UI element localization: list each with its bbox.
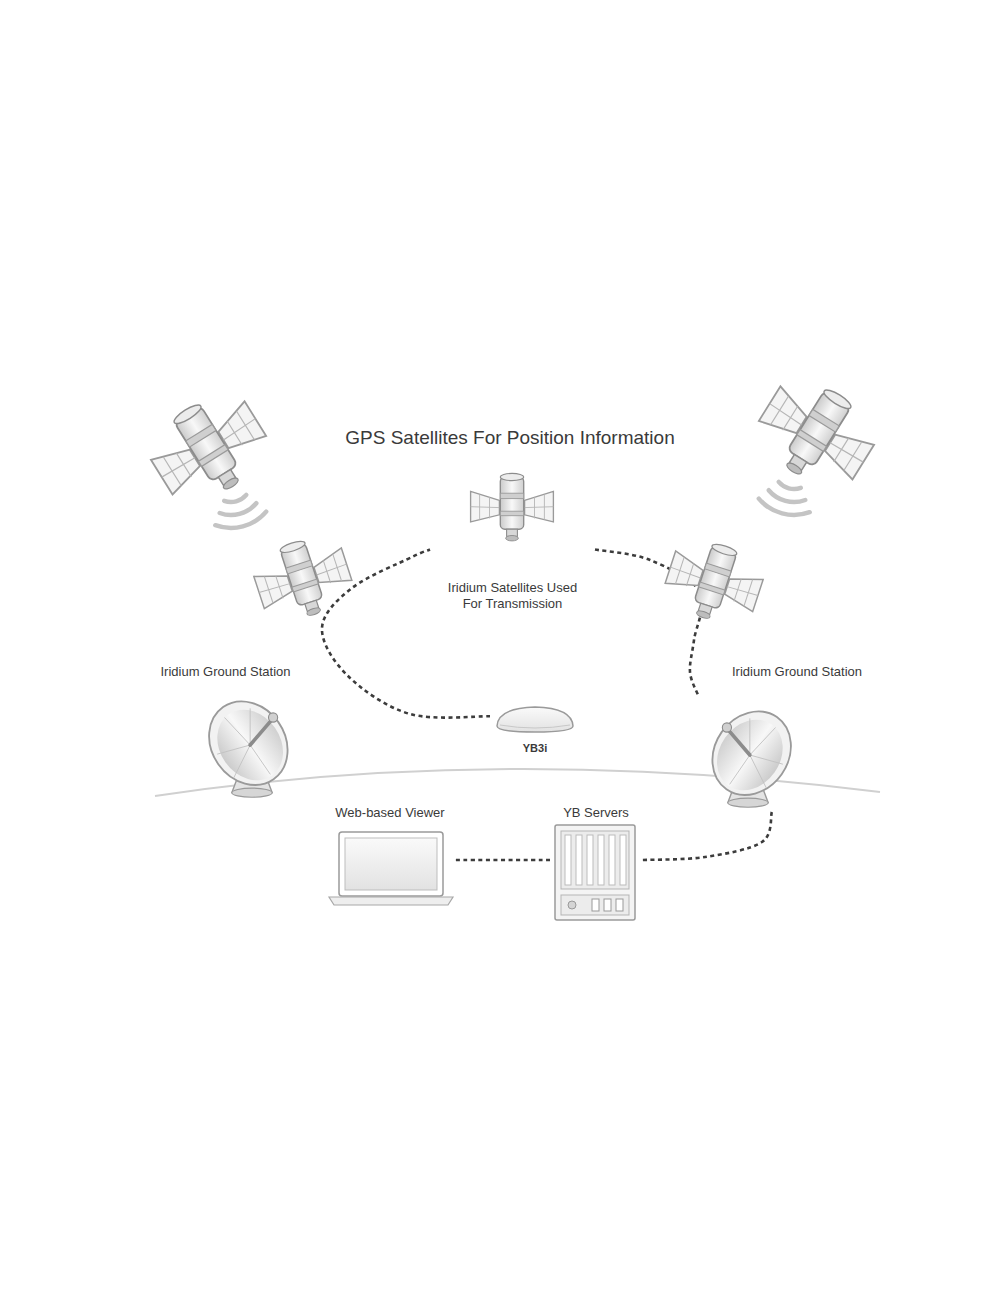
ground-station-node: Iridium Ground Station — [698, 662, 878, 812]
gps-satellite — [138, 381, 279, 516]
dashed-link — [455, 859, 550, 862]
signal-waves — [215, 495, 266, 528]
iridium-satellite — [248, 529, 359, 629]
label-group: Web-based Viewer — [326, 805, 454, 821]
server-node: YB Servers — [550, 802, 642, 924]
label-group: Iridium Satellites Used For Transmission — [438, 580, 588, 612]
ground-station-node: Iridium Ground Station — [145, 662, 310, 802]
node-label: Iridium Ground Station — [146, 664, 306, 680]
dashed-link — [642, 812, 772, 860]
iridium-satellite — [659, 532, 770, 632]
viewer-node: Web-based Viewer — [325, 802, 455, 908]
node-label: Iridium Satellites Used For Transmission — [438, 580, 588, 612]
node-icon — [550, 802, 642, 924]
signal-waves — [759, 482, 810, 515]
node-label: YB3i — [495, 740, 575, 756]
node-label: Web-based Viewer — [326, 805, 454, 821]
node-label: YB Servers — [550, 805, 642, 821]
label-group: YB3i — [495, 740, 575, 756]
node-icon — [698, 662, 878, 812]
satellite-node: Iridium Satellites Used For Transmission — [430, 470, 595, 612]
node-label: Iridium Ground Station — [717, 664, 877, 680]
label-group: Iridium Ground Station — [717, 664, 877, 680]
node-icon — [145, 662, 310, 802]
label-group: Iridium Ground Station — [146, 664, 306, 680]
tracker-device-node: YB3i — [490, 700, 580, 758]
gps-satellite — [745, 366, 886, 501]
diagram-title: GPS Satellites For Position Information — [260, 427, 760, 449]
label-group: YB Servers — [550, 805, 642, 821]
